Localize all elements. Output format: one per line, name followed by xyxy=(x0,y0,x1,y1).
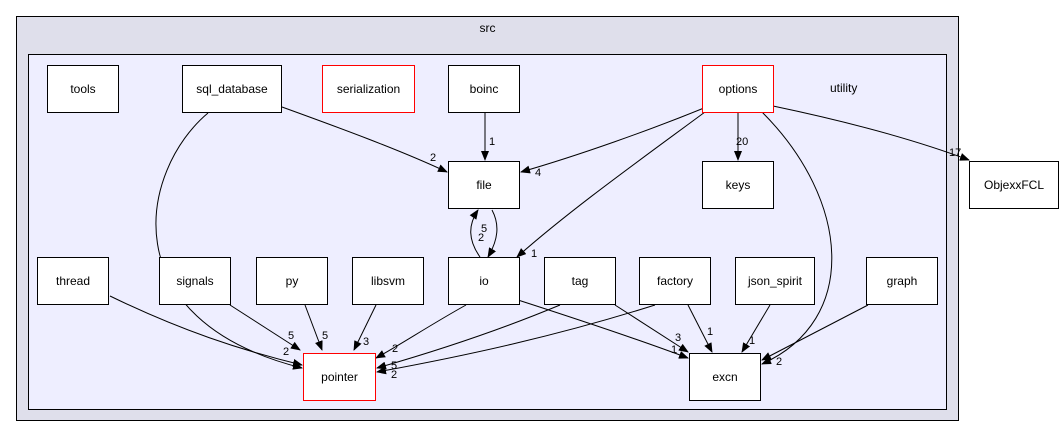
node-file[interactable]: file xyxy=(448,161,520,209)
edge-label-json-excn: 1 xyxy=(749,335,755,347)
edge-options-io xyxy=(516,111,706,258)
edge-label-signals-pointer: 5 xyxy=(288,330,294,342)
node-pointer[interactable]: pointer xyxy=(303,353,376,401)
edge-label-options-io: 1 xyxy=(531,248,537,260)
edge-label-io-file: 5 xyxy=(481,223,487,235)
edge-label-factory-excn: 1 xyxy=(707,326,713,338)
node-objexxfcl[interactable]: ObjexxFCL xyxy=(969,161,1059,209)
node-factory[interactable]: factory xyxy=(639,257,711,305)
edge-label-sqldb-file: 2 xyxy=(430,152,436,164)
node-boinc[interactable]: boinc xyxy=(448,65,520,113)
edge-io-excn xyxy=(517,299,689,359)
edge-py-pointer xyxy=(304,304,323,351)
node-options[interactable]: options xyxy=(702,65,774,113)
edge-thread-pointer xyxy=(109,295,303,367)
edge-label-file-io: 2 xyxy=(478,232,484,244)
edge-factory-excn xyxy=(687,304,713,353)
edge-label-graph-excn: 2 xyxy=(776,356,782,368)
edge-sqldb-file xyxy=(281,106,448,173)
edge-label-io-pointer: 2 xyxy=(392,343,398,355)
node-tag[interactable]: tag xyxy=(544,257,616,305)
edge-io-pointer xyxy=(375,304,467,359)
edge-label-tag-pointer: 5 xyxy=(391,360,397,372)
node-excn[interactable]: excn xyxy=(689,353,761,401)
edge-label-boinc-file: 1 xyxy=(489,136,495,148)
node-serialization[interactable]: serialization xyxy=(322,65,415,113)
edge-options-excn xyxy=(761,111,833,365)
edge-signals-pointer xyxy=(229,304,301,351)
edge-label-factory-pointer: 2 xyxy=(391,369,397,381)
node-keys[interactable]: keys xyxy=(702,161,774,209)
edge-label-options-objexxfcl: 17 xyxy=(949,147,961,159)
edge-factory-pointer xyxy=(376,304,656,375)
node-thread[interactable]: thread xyxy=(37,257,109,305)
edge-io-file xyxy=(469,209,481,258)
edge-file-io xyxy=(487,209,498,258)
edge-label-options-file: 4 xyxy=(535,167,541,179)
node-tools[interactable]: tools xyxy=(47,65,119,113)
edge-label-thread-pointer: 2 xyxy=(283,346,289,358)
edge-options-objexxfcl xyxy=(772,105,970,161)
node-graph[interactable]: graph xyxy=(866,257,938,305)
edge-label-py-pointer: 5 xyxy=(322,330,328,342)
node-py[interactable]: py xyxy=(256,257,328,305)
edge-options-file xyxy=(520,107,705,174)
edge-graph-excn xyxy=(761,304,869,361)
edge-tag-pointer xyxy=(376,304,561,370)
node-libsvm[interactable]: libsvm xyxy=(352,257,424,305)
directory-utility xyxy=(28,54,947,410)
edge-json-excn xyxy=(741,304,771,353)
node-io[interactable]: io xyxy=(448,257,520,305)
edge-label-io-excn: 1 xyxy=(671,344,677,356)
node-json-spirit[interactable]: json_spirit xyxy=(735,257,815,305)
edge-sqldb-pointer xyxy=(155,112,303,370)
node-signals[interactable]: signals xyxy=(159,257,231,305)
edge-label-options-keys: 20 xyxy=(736,136,748,148)
directory-utility-label: utility xyxy=(830,81,858,95)
node-sql-database[interactable]: sql_database xyxy=(182,65,282,113)
edge-tag-excn xyxy=(614,304,689,353)
edge-label-tag-excn: 3 xyxy=(675,332,681,344)
edge-libsvm-pointer xyxy=(353,304,377,351)
directory-src-label: src xyxy=(479,21,496,35)
edge-label-libsvm-pointer: 3 xyxy=(363,336,369,348)
